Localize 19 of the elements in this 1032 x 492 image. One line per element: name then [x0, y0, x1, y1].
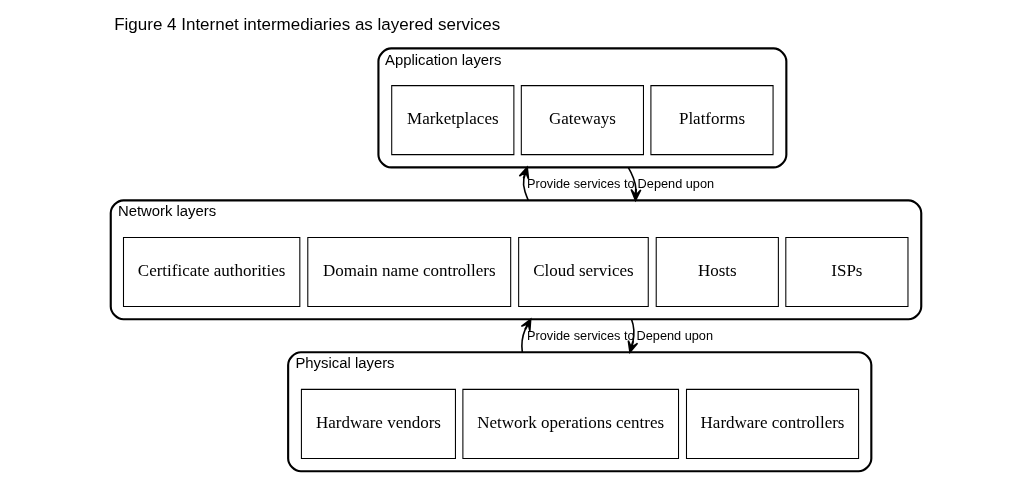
node-box: Platforms [650, 85, 774, 156]
node-box: Network operations centres [462, 388, 680, 459]
node-box: Hardware controllers [685, 388, 860, 459]
arrow [520, 318, 532, 354]
arrow [627, 318, 639, 354]
node-box: Cloud services [518, 236, 649, 308]
node-box: Gateways [520, 85, 644, 156]
edge-label: Provide services to [527, 176, 635, 192]
node-box: Hardware vendors [300, 388, 456, 459]
edge-label: Depend upon [636, 328, 714, 344]
node-box: Hosts [655, 236, 779, 308]
node-box: ISPs [785, 236, 909, 308]
node-box: Domain name controllers [307, 236, 512, 308]
arrow [518, 166, 530, 202]
node-box: Marketplaces [391, 85, 515, 156]
diagram-title: Figure 4 Internet intermediaries as layered services [114, 15, 501, 35]
arrow [627, 166, 642, 202]
edge-label: Depend upon [637, 176, 715, 192]
node-box: Certificate authorities [122, 236, 301, 308]
